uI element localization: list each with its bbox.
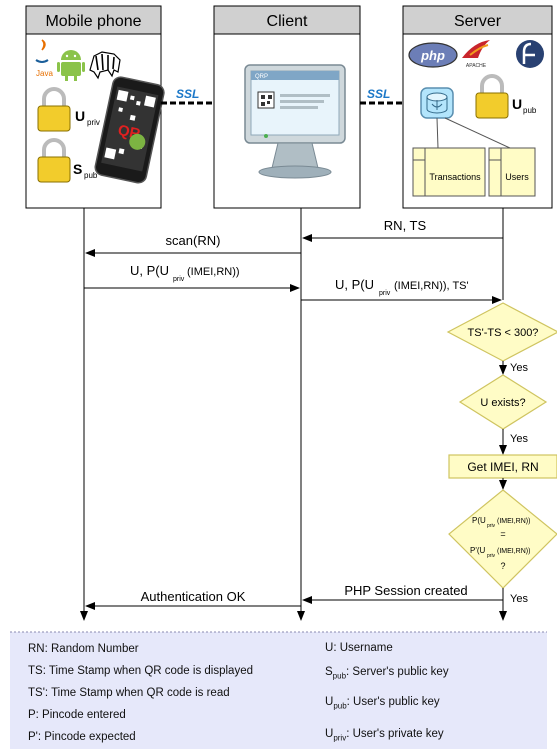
computer-monitor-icon: QRP <box>244 64 346 179</box>
phone-spub-symbol: S <box>73 161 82 177</box>
message-u-p-mobile: U, P(U priv (IMEI,RN)) <box>84 263 300 292</box>
legend-ts: TS: Time Stamp when QR code is displayed <box>28 665 253 677</box>
svg-text:TS'-TS < 300?: TS'-TS < 300? <box>468 327 539 339</box>
svg-text:priv: priv <box>487 553 496 559</box>
zebra-icon <box>89 51 121 80</box>
legend-username: U: Username <box>325 642 393 654</box>
svg-text:priv: priv <box>379 290 391 297</box>
users-label: Users <box>505 172 529 182</box>
yes-label-1: Yes <box>510 362 528 374</box>
legend-ts-prime: TS': Time Stamp when QR code is read <box>28 687 230 699</box>
svg-text:QRP: QRP <box>255 74 268 80</box>
message-scan: scan(RN) <box>85 233 301 257</box>
svg-text:Get IMEI, RN: Get IMEI, RN <box>467 460 538 474</box>
legend-rn: RN: Random Number <box>28 643 139 655</box>
svg-text:U exists?: U exists? <box>480 397 525 409</box>
svg-text:(IMEI,RN)), TS': (IMEI,RN)), TS' <box>394 280 469 292</box>
legend-panel <box>10 631 547 749</box>
svg-text:Java: Java <box>36 69 53 78</box>
users-table: Users <box>488 147 536 197</box>
yes-label-3: Yes <box>510 593 528 605</box>
legend-p-prime: P': Pincode expected <box>28 731 136 743</box>
apache-logo-icon: APACHE <box>462 40 490 69</box>
ssl-label-right: SSL <box>367 87 390 101</box>
svg-text:U, P(U: U, P(U <box>335 277 374 292</box>
server-upub-symbol: U <box>512 96 522 112</box>
server-column: Server php APACHE U pub <box>402 5 553 209</box>
svg-text:P(U: P(U <box>472 516 486 525</box>
decision-timestamp: TS'-TS < 300? <box>446 302 557 362</box>
phone-upriv-symbol: U <box>75 108 85 124</box>
svg-text:scan(RN): scan(RN) <box>166 233 221 248</box>
legend-server-public-key: Spub: Server's public key <box>325 666 449 681</box>
svg-text:PHP Session created: PHP Session created <box>344 583 467 598</box>
svg-text:priv: priv <box>487 523 496 529</box>
svg-text:priv: priv <box>173 276 185 283</box>
server-header: Server <box>454 13 502 30</box>
svg-text:Authentication OK: Authentication OK <box>141 589 246 604</box>
phone-upriv-sub: priv <box>87 118 100 127</box>
server-public-key-lock-icon <box>37 138 71 183</box>
client-header: Client <box>267 13 308 30</box>
mobile-column: Mobile phone Java U priv <box>25 5 165 209</box>
svg-text:(IMEI,RN)): (IMEI,RN)) <box>187 266 240 278</box>
svg-text:RN, TS: RN, TS <box>384 218 427 233</box>
php-logo-icon: php <box>408 42 458 68</box>
phone-spub-sub: pub <box>84 171 98 180</box>
svg-text:P'(U: P'(U <box>470 546 486 555</box>
message-u-p-client: U, P(U priv (IMEI,RN)), TS' <box>301 277 502 304</box>
ssl-label-left: SSL <box>176 87 199 101</box>
legend-user-public-key: Upub: User's public key <box>325 696 440 711</box>
yes-label-2: Yes <box>510 433 528 445</box>
svg-text:U, P(U: U, P(U <box>130 263 169 278</box>
svg-text:php: php <box>420 48 445 63</box>
message-rn-ts: RN, TS <box>302 218 503 242</box>
fedora-logo-icon <box>516 40 544 68</box>
server-upub-sub: pub <box>523 106 537 115</box>
private-key-lock-icon <box>37 87 71 132</box>
svg-text:=: = <box>500 529 505 539</box>
user-public-key-lock-icon <box>475 74 509 119</box>
svg-text:(IMEI,RN)): (IMEI,RN)) <box>497 548 530 555</box>
message-php-session: PHP Session created <box>302 583 503 604</box>
java-icon: Java <box>35 39 53 78</box>
transactions-table: Transactions <box>412 147 486 197</box>
get-imei-step: Get IMEI, RN <box>448 454 557 479</box>
android-icon <box>57 50 85 81</box>
svg-text:(IMEI,RN)): (IMEI,RN)) <box>497 518 530 525</box>
svg-text:?: ? <box>500 561 505 571</box>
legend-user-private-key: Upriv: User's private key <box>325 728 444 743</box>
database-icon <box>420 87 454 119</box>
mobile-header: Mobile phone <box>45 13 141 30</box>
legend-p: P: Pincode entered <box>28 709 126 721</box>
transactions-label: Transactions <box>429 172 481 182</box>
client-column: Client QRP <box>213 5 361 209</box>
decision-pin-match: P(U priv (IMEI,RN)) = P'(U priv (IMEI,RN… <box>448 489 557 589</box>
svg-text:APACHE: APACHE <box>466 63 487 69</box>
mobile-phone-qr-icon: QR <box>94 76 165 184</box>
decision-user-exists: U exists? <box>458 374 548 430</box>
message-auth-ok: Authentication OK <box>85 589 301 610</box>
